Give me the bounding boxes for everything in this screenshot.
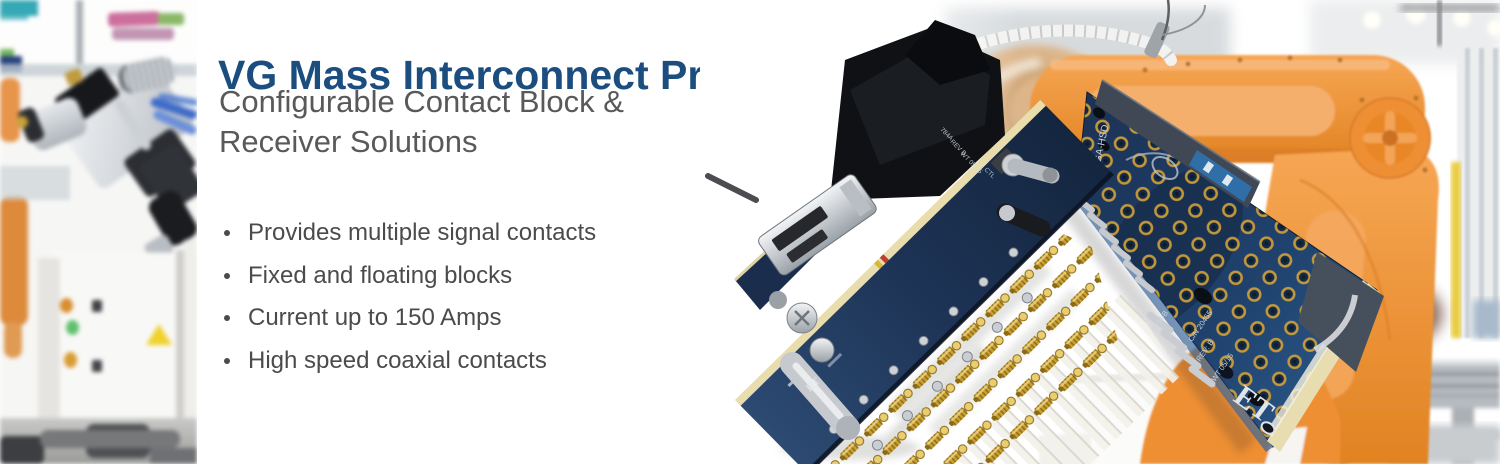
toggle-latch xyxy=(990,147,1060,237)
left-photo-industrial-robot xyxy=(0,0,197,464)
cable-stub xyxy=(705,173,759,203)
teal-sign-line xyxy=(0,16,28,20)
orange-robot-blur2 xyxy=(0,196,28,326)
cabinet-main xyxy=(50,250,197,440)
bullet-text: High speed coaxial contacts xyxy=(248,346,547,374)
left-photo-blur-layer xyxy=(0,0,197,464)
bullet-text: Provides multiple signal contacts xyxy=(248,219,597,247)
pole xyxy=(76,0,83,64)
button-orange1 xyxy=(60,298,73,313)
bullet-item: Current up to 150 Amps xyxy=(218,297,596,340)
bullet-item: Fixed and floating blocks xyxy=(218,255,596,298)
bullet-dot xyxy=(224,357,230,364)
cabinet-gap xyxy=(176,250,186,450)
feature-bullet-list: Provides multiple signal contacts Fixed … xyxy=(218,212,596,382)
gold-contact-pins xyxy=(814,228,1121,464)
bullet-text: Current up to 150 Amps xyxy=(248,304,502,332)
black-housing xyxy=(830,20,1005,200)
receiver-board-shadow xyxy=(1062,200,1256,454)
wire-posts xyxy=(871,292,1033,451)
pcb-face xyxy=(740,105,1114,464)
subtitle: Configurable Contact Block & Receiver So… xyxy=(219,82,624,162)
right-photo-product-robot: VGA-HSD STM-B C/N 20455 REV: B WT 05/15 … xyxy=(700,0,1500,464)
orange-robot-blur1 xyxy=(0,78,20,142)
bullet-item: Provides multiple signal contacts xyxy=(218,212,596,255)
floor-shadow3 xyxy=(150,448,197,464)
cabinet-slot2 xyxy=(92,360,102,372)
cabinet-left-face xyxy=(38,258,60,440)
arm-screw-dots xyxy=(1142,55,1343,73)
contact-block: 784A REV B WT 05/15 CTL ET xyxy=(705,20,1181,464)
cabinet-slot1 xyxy=(92,300,102,312)
tool-brass-tip xyxy=(16,116,28,128)
sign-pink-text2 xyxy=(112,28,174,40)
usb-connector xyxy=(758,174,877,276)
table-band xyxy=(0,166,70,200)
subtitle-line-1: Configurable Contact Block & xyxy=(219,84,624,119)
bullet-dot xyxy=(224,272,230,279)
green-chip xyxy=(0,49,14,56)
warning-triangle xyxy=(146,324,172,345)
button-orange2 xyxy=(64,352,77,368)
button-green xyxy=(66,320,79,335)
mounting-hardware xyxy=(769,291,860,440)
bullet-dot xyxy=(224,315,230,322)
bullet-text: Fixed and floating blocks xyxy=(248,261,513,289)
bullet-item: High speed coaxial contacts xyxy=(218,340,596,383)
slat-wall-panel xyxy=(1457,48,1500,338)
orange-robot-blur3 xyxy=(4,322,22,358)
cabinet-right xyxy=(184,240,197,445)
blue-connector-module xyxy=(1189,150,1252,202)
sign-green-text xyxy=(158,13,184,25)
floor-shadow2 xyxy=(0,436,44,464)
bullet-dot xyxy=(224,230,230,237)
cabinet-undershadow xyxy=(40,430,180,448)
receiver-board-pins-lower xyxy=(1146,311,1216,388)
sign-pink-text xyxy=(107,11,161,27)
pcb-edge-cream xyxy=(735,100,1046,406)
screw-row xyxy=(828,247,1019,435)
foam-grip-corner xyxy=(1298,252,1384,372)
subtitle-line-2: Receiver Solutions xyxy=(219,124,478,159)
elbow-joint xyxy=(1349,95,1431,179)
teal-sign xyxy=(0,0,38,16)
